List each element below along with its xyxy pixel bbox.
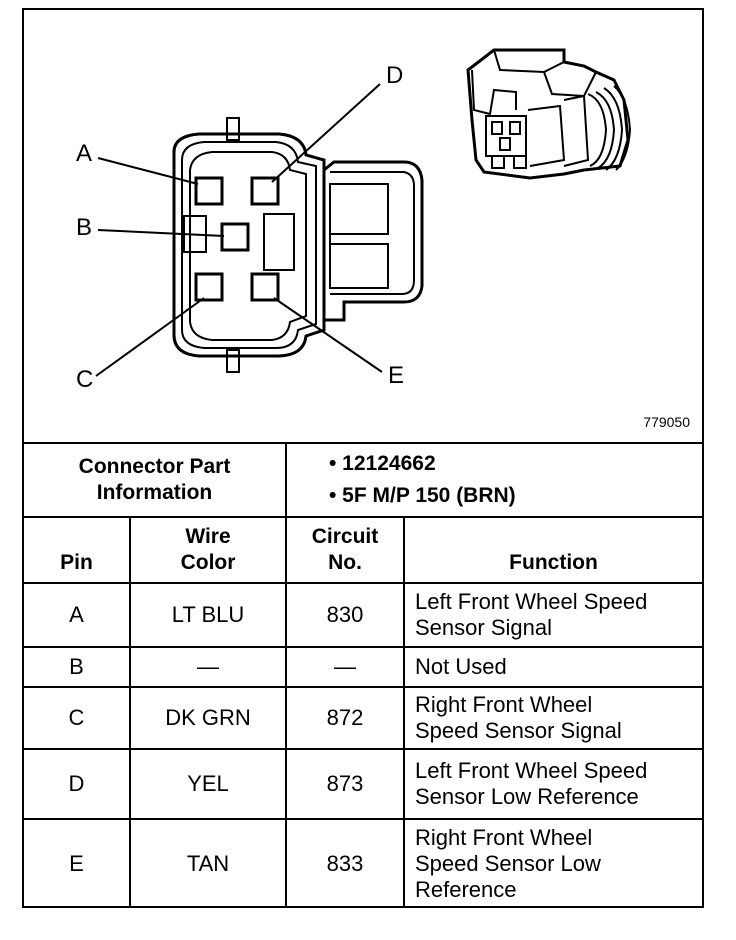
connector-face-drawing	[95, 48, 632, 377]
circuit-cell: 830	[285, 582, 405, 648]
header-circuit: Circuit No.	[285, 516, 405, 584]
connector-info-label: Connector Part Information	[24, 442, 287, 518]
circuit-cell: 873	[285, 748, 405, 820]
table-header-row: Pin Wire Color Circuit No. Function	[24, 516, 702, 584]
wire-color-cell: LT BLU	[129, 582, 287, 648]
connector-info-row: Connector Part Information • 12124662 • …	[24, 442, 702, 518]
circuit-cell: —	[285, 646, 405, 688]
pin-cell: A	[24, 582, 131, 648]
wire-color-cell: YEL	[129, 748, 287, 820]
function-cell: Right Front Wheel Speed Sensor Low Refer…	[403, 818, 702, 907]
table-row: C DK GRN 872 Right Front Wheel Speed Sen…	[24, 686, 702, 750]
pin-cell: E	[24, 818, 131, 907]
wire-color-cell: TAN	[129, 818, 287, 907]
circuit-cell: 872	[285, 686, 405, 750]
wire-color-cell: —	[129, 646, 287, 688]
pin-cell: B	[24, 646, 131, 688]
circuit-cell: 833	[285, 818, 405, 907]
wire-color-cell: DK GRN	[129, 686, 287, 750]
header-wire-color: Wire Color	[129, 516, 287, 584]
pin-label-d: D	[386, 62, 404, 89]
table-row: E TAN 833 Right Front Wheel Speed Sensor…	[24, 818, 702, 907]
document-frame: A B C D E 779050 Connector Part Informat…	[22, 8, 704, 908]
function-cell: Left Front Wheel Speed Sensor Signal	[403, 582, 702, 648]
connector-type: • 5F M/P 150 (BRN)	[329, 484, 516, 507]
pin-label-a: A	[76, 140, 93, 167]
figure-number: 779050	[643, 414, 690, 430]
connector-info-list: • 12124662 • 5F M/P 150 (BRN)	[285, 442, 702, 518]
table-row: A LT BLU 830 Left Front Wheel Speed Sens…	[24, 582, 702, 648]
function-cell: Right Front Wheel Speed Sensor Signal	[403, 686, 702, 750]
connector-diagram: A B C D E 779050	[24, 10, 702, 442]
connector-part-number: • 12124662	[329, 452, 436, 475]
pin-cell: C	[24, 686, 131, 750]
pin-label-c: C	[76, 366, 94, 393]
function-cell: Left Front Wheel Speed Sensor Low Refere…	[403, 748, 702, 820]
pin-label-e: E	[388, 362, 405, 389]
function-cell: Not Used	[403, 646, 702, 688]
header-function: Function	[403, 516, 702, 584]
table-row: D YEL 873 Left Front Wheel Speed Sensor …	[24, 748, 702, 820]
pin-label-b: B	[76, 214, 93, 241]
table-row: B — — Not Used	[24, 646, 702, 688]
pin-cell: D	[24, 748, 131, 820]
pin-table: Connector Part Information • 12124662 • …	[24, 442, 702, 907]
header-pin: Pin	[24, 516, 131, 584]
